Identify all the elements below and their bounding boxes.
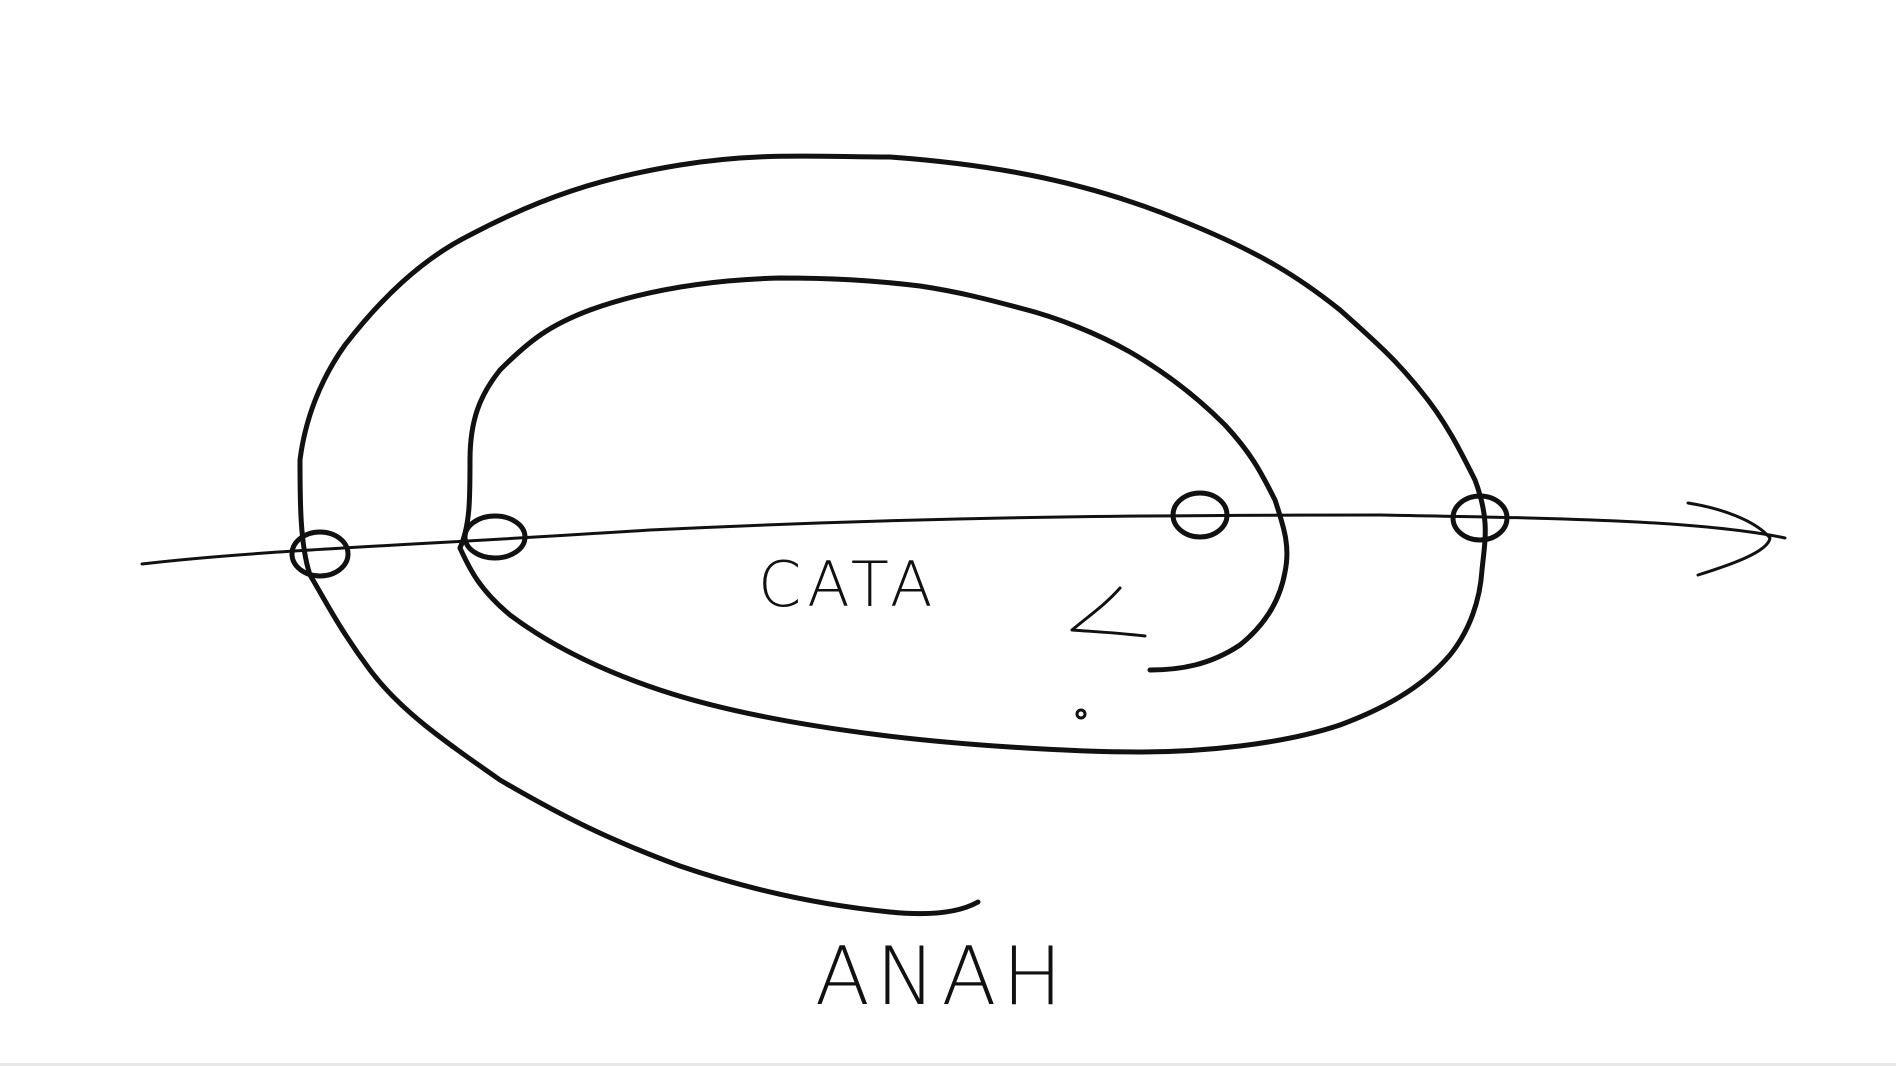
- outer-loop-label: ANAH: [815, 930, 1069, 1023]
- outer-loop-curve: [297, 153, 1488, 917]
- axis-arrowhead: [1686, 501, 1772, 577]
- small-marker: [1075, 708, 1087, 720]
- inner-loop-label: CATA: [758, 548, 939, 621]
- inner-loop-arrowhead: [1070, 586, 1147, 638]
- crossing-node-3: [1170, 490, 1230, 540]
- axis-line: [140, 513, 1787, 566]
- bottom-border: [0, 1063, 1896, 1066]
- crossing-node-4: [1450, 493, 1510, 543]
- inner-loop-curve: [457, 275, 1290, 673]
- crossing-node-2: [462, 513, 528, 561]
- crossing-node-1: [289, 529, 351, 579]
